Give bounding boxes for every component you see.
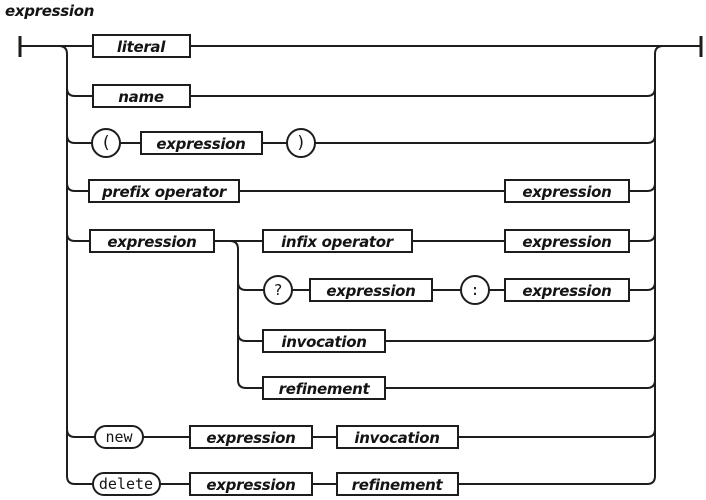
infix-expression-box <box>504 229 630 253</box>
ternary-expression2-box <box>504 278 630 302</box>
delete-expression-box <box>189 472 313 496</box>
name-label: name <box>118 88 164 106</box>
prefix-operator-label: prefix operator <box>101 183 228 201</box>
infix-expression-label: expression <box>522 233 611 251</box>
open-paren-label: ( <box>101 133 111 153</box>
left-expression-label: expression <box>107 233 196 251</box>
delete-label: delete <box>99 475 153 493</box>
inner-fan-line <box>229 240 247 389</box>
colon-terminal <box>460 275 490 305</box>
new-invocation-box <box>336 425 459 449</box>
name-box <box>92 84 191 108</box>
ternary-expression1-label: expression <box>326 282 415 300</box>
left-expression-box <box>89 229 215 253</box>
invocation-box <box>262 329 386 353</box>
colon-label: : <box>470 281 479 299</box>
infix-operator-box <box>262 229 413 253</box>
refinement-box <box>262 376 386 400</box>
rule-title: expression <box>5 2 94 20</box>
ternary-expression2-label: expression <box>522 282 611 300</box>
new-invocation-label: invocation <box>354 429 439 447</box>
right-collector-line <box>646 45 664 485</box>
refinement-label: refinement <box>279 380 371 398</box>
prefix-expression-label: expression <box>522 183 611 201</box>
invocation-label: invocation <box>281 333 366 351</box>
open-paren-terminal <box>91 128 121 158</box>
question-label: ? <box>273 281 282 299</box>
new-expression-box <box>189 425 313 449</box>
delete-refinement-box <box>336 472 459 496</box>
row-segment-lines <box>75 87 656 485</box>
new-terminal <box>94 425 144 449</box>
delete-expression-label: expression <box>206 476 295 494</box>
new-label: new <box>105 428 133 446</box>
close-paren-label: ) <box>296 133 306 153</box>
left-fan-line <box>58 45 76 485</box>
question-terminal <box>263 275 293 305</box>
delete-terminal <box>92 472 161 496</box>
prefix-operator-box <box>88 179 240 203</box>
ternary-expression1-box <box>309 278 433 302</box>
paren-expression-label: expression <box>156 135 245 153</box>
infix-operator-label: infix operator <box>281 233 395 251</box>
prefix-expression-box <box>504 179 630 203</box>
literal-box <box>92 34 191 58</box>
new-expression-label: expression <box>206 429 295 447</box>
literal-label: literal <box>117 38 166 56</box>
delete-refinement-label: refinement <box>352 476 444 494</box>
paren-expression-box <box>140 131 263 155</box>
close-paren-terminal <box>286 128 316 158</box>
